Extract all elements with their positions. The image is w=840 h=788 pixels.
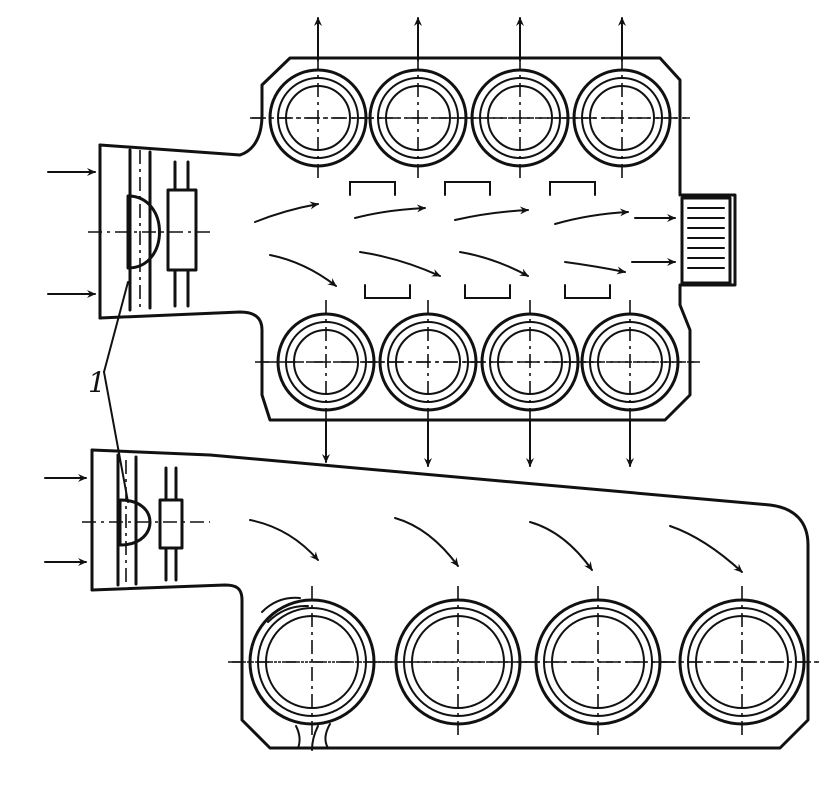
callout-leader-lower bbox=[103, 371, 129, 503]
callout-leader-upper bbox=[103, 281, 129, 373]
lower-rotor-block bbox=[158, 498, 184, 550]
callout-label: 1 bbox=[88, 366, 106, 399]
upper-bottom-cylinder-bank bbox=[255, 300, 700, 424]
lower-first-cylinder-flow-marks bbox=[261, 596, 331, 751]
upper-baffles bbox=[349, 181, 611, 299]
upper-outflow-arrows-top bbox=[314, 17, 626, 61]
lower-cylinder-bank bbox=[228, 586, 822, 738]
upper-unit bbox=[47, 17, 737, 467]
lower-unit bbox=[44, 448, 822, 751]
upper-exit-grille bbox=[680, 196, 732, 285]
upper-blower bbox=[88, 143, 215, 320]
lower-internal-flow-arrows bbox=[249, 517, 743, 573]
lower-housing-outline bbox=[90, 448, 810, 750]
upper-top-cylinder-bank bbox=[250, 56, 690, 180]
callout-1: 1 bbox=[88, 281, 129, 503]
lower-blower bbox=[82, 448, 210, 592]
upper-rotor-block bbox=[166, 188, 198, 272]
upper-impeller-hub bbox=[126, 194, 161, 270]
upper-internal-flow-arrows bbox=[254, 201, 676, 287]
upper-housing-outline bbox=[98, 56, 737, 422]
upper-outflow-arrows-bottom bbox=[322, 419, 634, 467]
